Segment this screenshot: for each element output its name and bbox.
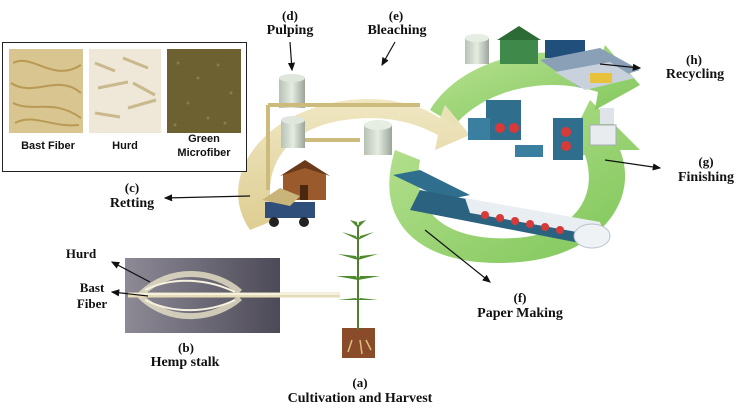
- stage-e-letter: (e): [388, 8, 404, 23]
- stage-d-name: Pulping: [266, 23, 314, 38]
- paper-machine: [393, 170, 611, 249]
- stage-g-name: Finishing: [677, 170, 735, 185]
- hemp-stalk-photo: [125, 258, 340, 333]
- stalk-fiber-label: Fiber: [76, 296, 108, 311]
- fiber-samples-inset: Bast Fiber Hurd Green Microfiber: [2, 42, 247, 172]
- stage-f-name: Paper Making: [477, 306, 563, 321]
- stage-e-name: Bleaching: [367, 23, 427, 38]
- green-caption: Green: [188, 133, 220, 145]
- stalk-bast-label: Bast: [79, 280, 105, 295]
- annotation-arrows: [110, 41, 662, 297]
- hurd-caption: Hurd: [112, 140, 138, 152]
- stage-f-letter: (f): [513, 290, 527, 305]
- stage-c-name: Retting: [109, 196, 155, 211]
- stage-h-letter: (h): [686, 52, 702, 67]
- bleaching-tank: [364, 120, 392, 155]
- retting-shed: [262, 160, 330, 227]
- stage-g-letter: (g): [698, 154, 714, 169]
- stage-h-name: Recycling: [665, 67, 725, 82]
- microfiber-caption: Microfiber: [177, 147, 231, 159]
- stage-d-letter: (d): [282, 8, 298, 23]
- stage-a-letter: (a): [352, 375, 368, 390]
- stalk-hurd-label: Hurd: [65, 246, 97, 261]
- stage-b-letter: (b): [178, 340, 194, 355]
- stage-b-name: Hemp stalk: [150, 355, 220, 370]
- recycling-facility: [465, 26, 640, 90]
- pulping-tanks: [266, 74, 420, 190]
- stage-a-name: Cultivation and Harvest: [287, 391, 433, 406]
- bast-fiber-caption: Bast Fiber: [21, 140, 75, 152]
- stage-c-letter: (c): [124, 180, 140, 195]
- hemp-plant: [336, 220, 380, 358]
- finishing-machines: [468, 100, 617, 160]
- fiber-samples-photos: [9, 49, 241, 133]
